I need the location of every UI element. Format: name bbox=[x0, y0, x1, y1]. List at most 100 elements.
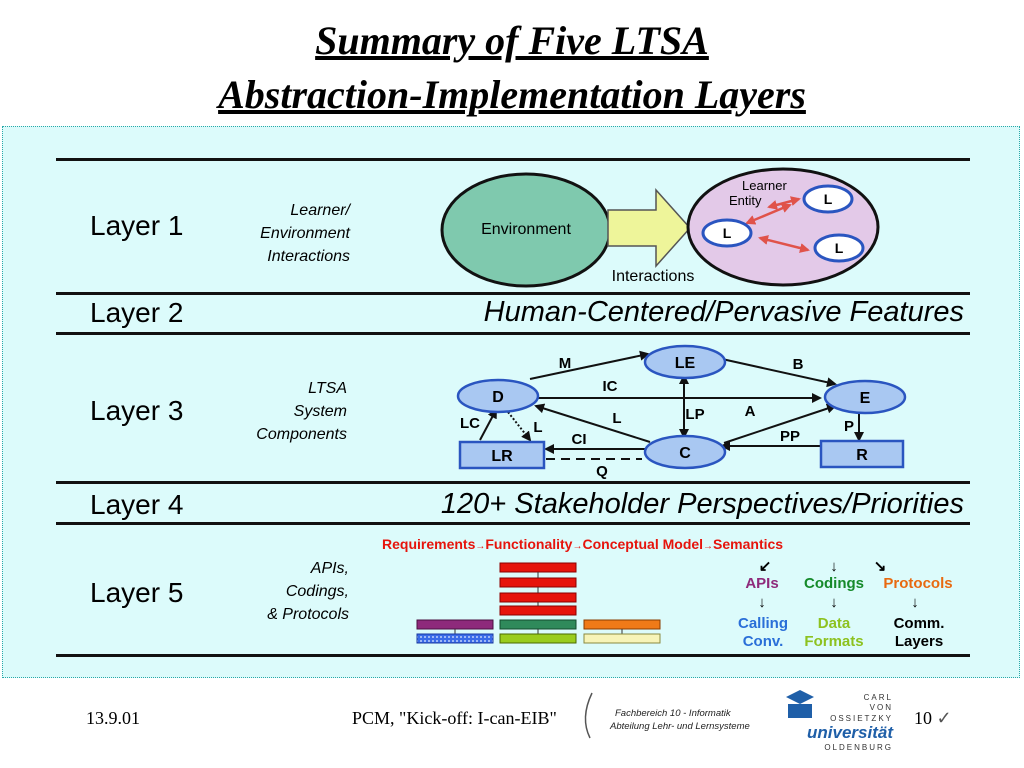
node-LE-label: LE bbox=[675, 355, 696, 372]
stack-block-blue bbox=[416, 633, 494, 644]
edge-label-A: A bbox=[745, 403, 756, 420]
edge-label-B: B bbox=[793, 356, 804, 373]
check-icon: ✓ bbox=[936, 708, 952, 728]
edge-label-L: L bbox=[533, 419, 542, 436]
learner-node-label: L bbox=[835, 240, 844, 256]
interaction-arrow bbox=[607, 188, 692, 268]
learner-entity-label: Learner bbox=[742, 178, 787, 193]
institute-logo: Fachbereich 10 - Informatik Abteilung Le… bbox=[584, 692, 750, 739]
chain-item: Requirements bbox=[382, 536, 476, 552]
layer5-desc-line: APIs, bbox=[310, 560, 349, 577]
logo-text: Fachbereich 10 - Informatik bbox=[615, 708, 732, 719]
footer-date: 13.9.01 bbox=[86, 708, 140, 728]
column-protocols: Protocols bbox=[883, 575, 952, 592]
layer5-desc-line: Codings, bbox=[285, 583, 349, 600]
stack-block-purple bbox=[416, 619, 494, 630]
layer1-desc-line: Interactions bbox=[267, 248, 350, 265]
stack-block-red bbox=[499, 605, 577, 616]
environment-label: Environment bbox=[481, 221, 571, 238]
column-codings: Codings bbox=[804, 575, 864, 592]
rule-top bbox=[56, 158, 970, 161]
edge-B bbox=[721, 358, 837, 388]
footer-title: PCM, "Kick-off: I-can-EIB" bbox=[352, 708, 557, 728]
layer5-desc-line: & Protocols bbox=[267, 606, 349, 623]
university-text: OSSIETZKY bbox=[830, 714, 893, 723]
node-D-label: D bbox=[492, 389, 504, 406]
stack-blocks bbox=[416, 562, 661, 644]
layer2-text: Human-Centered/Pervasive Features bbox=[483, 296, 964, 328]
edge-labels: M B IC LC L L LP A CI PP P Q bbox=[460, 355, 854, 480]
node-LE bbox=[643, 344, 727, 380]
column-arrow: ↓ bbox=[911, 594, 919, 611]
chain-item: Conceptual Model bbox=[582, 536, 703, 552]
edge-LC bbox=[479, 408, 497, 441]
university-text: VON bbox=[870, 703, 893, 712]
slide-title-line2: Abstraction-Implementation Layers bbox=[218, 72, 806, 117]
layer1-desc: Learner/ Environment Interactions bbox=[260, 199, 350, 268]
column-arrow: ↓ bbox=[830, 594, 838, 611]
node-E-label: E bbox=[860, 390, 871, 407]
layer3-desc: LTSA System Components bbox=[256, 377, 347, 446]
arrow-diag-left: ↙ bbox=[759, 558, 772, 575]
edge-label-LP: LP bbox=[685, 406, 704, 423]
university-name: universität bbox=[807, 723, 894, 742]
edge-label-LC: LC bbox=[460, 415, 480, 432]
edge-label-PP: PP bbox=[780, 428, 800, 445]
edge-label-Q: Q bbox=[596, 463, 608, 480]
node-C-label: C bbox=[679, 445, 691, 462]
layer1-label: Layer 1 bbox=[90, 210, 184, 241]
arrow-diag-right: ↘ bbox=[874, 558, 887, 575]
edge-M bbox=[529, 350, 650, 380]
learner-link bbox=[758, 235, 810, 253]
rule-1 bbox=[56, 292, 970, 295]
learner-link bbox=[745, 203, 792, 225]
university-logo: CARL VON OSSIETZKY universität OLDENBURG bbox=[786, 690, 894, 752]
layer1-desc-line: Environment bbox=[260, 225, 350, 242]
column-apis-bottom: Conv. bbox=[743, 633, 784, 650]
rule-2 bbox=[56, 332, 970, 335]
edge-label-L: L bbox=[612, 410, 621, 427]
rule-bottom bbox=[56, 654, 970, 657]
learner-node bbox=[802, 184, 854, 214]
node-LR bbox=[458, 440, 546, 470]
learner-node bbox=[701, 218, 753, 248]
node-R-label: R bbox=[856, 447, 868, 464]
column-apis: APIs bbox=[745, 575, 778, 592]
stack-block-lime bbox=[499, 633, 577, 644]
stack-block-cream bbox=[583, 633, 661, 644]
learner-node bbox=[813, 233, 865, 263]
arrow-down: ↓ bbox=[830, 558, 838, 575]
learner-entity-label: Entity bbox=[729, 193, 762, 208]
stack-block-red bbox=[499, 577, 577, 588]
layer4-text: 120+ Stakeholder Perspectives/Priorities bbox=[440, 488, 964, 520]
stack-block-orange bbox=[583, 619, 661, 630]
layer5-label: Layer 5 bbox=[90, 577, 184, 608]
stack-block-red bbox=[499, 562, 577, 573]
edge-label-M: M bbox=[559, 355, 572, 372]
node-E bbox=[823, 379, 907, 415]
layer4-label: Layer 4 bbox=[90, 489, 184, 520]
layer3-label: Layer 3 bbox=[90, 395, 184, 426]
layer3-desc-line: Components bbox=[256, 426, 347, 443]
university-text: OLDENBURG bbox=[824, 743, 893, 752]
edge-A bbox=[723, 403, 837, 444]
rule-3 bbox=[56, 481, 970, 484]
column-codings-bottom: Formats bbox=[804, 633, 863, 650]
page-number: 10 bbox=[914, 708, 932, 728]
column-protocols-bottom: Comm. bbox=[894, 615, 945, 632]
logo-swoosh bbox=[584, 692, 593, 739]
footer-page: 10 ✓ bbox=[914, 708, 952, 729]
edge-L bbox=[534, 403, 651, 443]
edge-label-CI: CI bbox=[572, 431, 587, 448]
node-D bbox=[456, 378, 540, 414]
column-arrow: ↓ bbox=[758, 594, 766, 611]
node-R bbox=[819, 439, 905, 469]
chain-text: Requirements→Functionality→Conceptual Mo… bbox=[382, 536, 783, 552]
chain-arrow: → bbox=[475, 541, 485, 552]
layer5-desc: APIs, Codings, & Protocols bbox=[267, 557, 349, 626]
edge-label-P: P bbox=[844, 418, 854, 435]
university-text: CARL bbox=[864, 693, 893, 702]
learner-node-label: L bbox=[723, 225, 732, 241]
chain-item: Functionality bbox=[485, 536, 572, 552]
